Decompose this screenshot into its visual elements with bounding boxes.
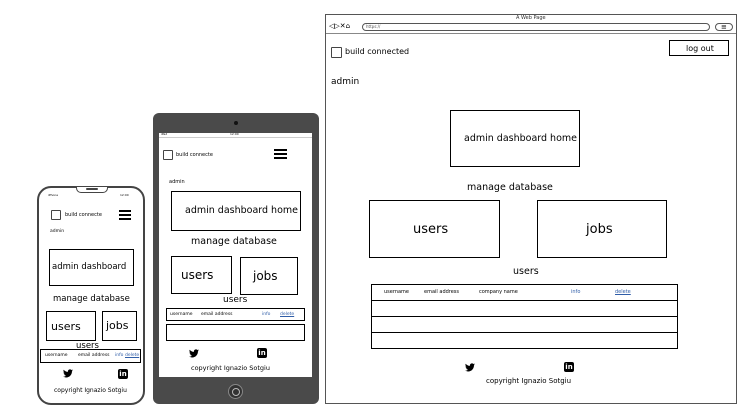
build-status-label: build connecte — [65, 212, 102, 218]
users-button-label: users — [181, 268, 214, 282]
admin-dashboard-home-button[interactable]: admin dashboard home — [171, 191, 301, 231]
users-button-label: users — [413, 222, 449, 237]
admin-label: admin — [331, 77, 360, 87]
linkedin-icon-glyph: in — [119, 370, 127, 378]
build-status-checkbox[interactable] — [331, 47, 342, 58]
tablet-home-button-inner — [232, 388, 240, 396]
tablet-home-button[interactable] — [228, 384, 243, 399]
window-title: A Web Page — [516, 15, 546, 21]
browser-title-bar: A Web Page ◁▷✕⌂ https:// ≡ — [326, 15, 736, 34]
logout-button[interactable]: log out — [669, 40, 729, 56]
table-header-row: username email address info delete — [166, 308, 305, 321]
linkedin-icon[interactable]: in — [118, 369, 128, 379]
admin-dashboard-home-label: admin dashboard — [52, 262, 127, 272]
linkedin-icon-glyph: in — [565, 363, 573, 371]
users-button[interactable]: users — [171, 256, 232, 294]
table-row — [371, 332, 678, 349]
tablet-status-bar: iPad 12:00 — [159, 133, 312, 138]
phone-status-bar: iPhone 12:00 — [42, 193, 140, 198]
tablet-camera — [234, 121, 238, 125]
jobs-button-label: jobs — [586, 222, 613, 237]
users-heading: users — [76, 341, 99, 351]
desktop-browser-window: A Web Page ◁▷✕⌂ https:// ≡ build connect… — [325, 14, 737, 404]
admin-dashboard-home-button[interactable]: admin dashboard — [49, 249, 134, 286]
table-header-row: username email address company name info… — [371, 284, 678, 301]
linkedin-icon[interactable]: in — [564, 362, 574, 372]
column-header-email: email address — [78, 353, 110, 358]
browser-nav-icons[interactable]: ◁▷✕⌂ — [329, 22, 351, 30]
users-button-label: users — [51, 320, 81, 333]
tablet-device-frame: iPad 12:00 build connecte admin admin da… — [153, 113, 319, 404]
column-header-email: email address — [424, 289, 460, 295]
hamburger-menu-icon[interactable] — [119, 210, 131, 222]
admin-dashboard-home-label: admin dashboard home — [185, 205, 298, 216]
hamburger-menu-icon[interactable] — [274, 149, 287, 161]
column-header-username: username — [170, 312, 193, 317]
admin-dashboard-home-button[interactable]: admin dashboard home — [450, 110, 580, 167]
copyright-text: copyright Ignazio Sotgiu — [54, 387, 127, 394]
column-header-delete[interactable]: delete — [615, 289, 631, 295]
phone-time: 12:00 — [120, 193, 129, 197]
column-header-delete[interactable]: delete — [280, 312, 295, 317]
column-header-company: company name — [479, 289, 518, 295]
address-text: https:// — [366, 24, 381, 29]
phone-notch — [76, 187, 108, 193]
linkedin-icon-glyph: in — [258, 349, 266, 357]
jobs-button[interactable]: jobs — [240, 257, 298, 295]
manage-database-heading: manage database — [53, 294, 130, 304]
column-header-username: username — [384, 289, 409, 295]
copyright-text: copyright Ignazio Sotgiu — [486, 377, 572, 385]
twitter-icon[interactable] — [465, 363, 475, 372]
browser-menu-button[interactable]: ≡ — [715, 23, 733, 31]
column-header-email: email address — [201, 312, 233, 317]
manage-database-heading: manage database — [191, 236, 277, 247]
phone-device-frame: iPhone 12:00 build connecte admin admin … — [37, 186, 145, 405]
jobs-button-label: jobs — [106, 319, 129, 332]
tablet-carrier: iPad — [161, 133, 168, 136]
admin-label: admin — [169, 179, 185, 185]
column-header-info[interactable]: info — [571, 289, 581, 295]
browser-menu-icon: ≡ — [721, 23, 727, 31]
copyright-text: copyright Ignazio Sotgiu — [191, 364, 270, 372]
phone-screen: iPhone 12:00 build connecte admin admin … — [42, 193, 140, 398]
phone-speaker — [86, 188, 98, 190]
table-row — [371, 300, 678, 317]
build-status-label: build connected — [345, 47, 410, 56]
jobs-button[interactable]: jobs — [537, 200, 667, 258]
column-header-info[interactable]: info — [115, 353, 124, 358]
twitter-icon[interactable] — [189, 349, 199, 358]
build-status-checkbox[interactable] — [51, 210, 61, 220]
table-row — [166, 324, 305, 341]
address-bar[interactable]: https:// — [362, 23, 710, 31]
jobs-button[interactable]: jobs — [102, 311, 137, 341]
logout-label: log out — [686, 44, 714, 53]
build-status-label: build connecte — [176, 152, 213, 158]
column-header-info[interactable]: info — [262, 312, 271, 317]
users-button[interactable]: users — [369, 200, 500, 258]
linkedin-icon[interactable]: in — [257, 348, 267, 358]
column-header-delete[interactable]: delete — [125, 353, 140, 358]
jobs-button-label: jobs — [253, 269, 278, 283]
users-heading: users — [223, 295, 248, 305]
admin-dashboard-home-label: admin dashboard home — [464, 133, 577, 144]
phone-carrier: iPhone — [48, 193, 59, 197]
column-header-username: username — [45, 353, 68, 358]
admin-label: admin — [50, 229, 65, 234]
users-button[interactable]: users — [46, 311, 96, 341]
tablet-time: 12:00 — [230, 133, 239, 136]
manage-database-heading: manage database — [467, 182, 553, 193]
build-status-checkbox[interactable] — [163, 150, 173, 160]
twitter-icon[interactable] — [63, 369, 73, 378]
tablet-screen: iPad 12:00 build connecte admin admin da… — [159, 133, 312, 377]
table-header-row: username email address info delete — [40, 349, 141, 363]
table-row — [371, 316, 678, 333]
users-heading: users — [513, 266, 539, 277]
